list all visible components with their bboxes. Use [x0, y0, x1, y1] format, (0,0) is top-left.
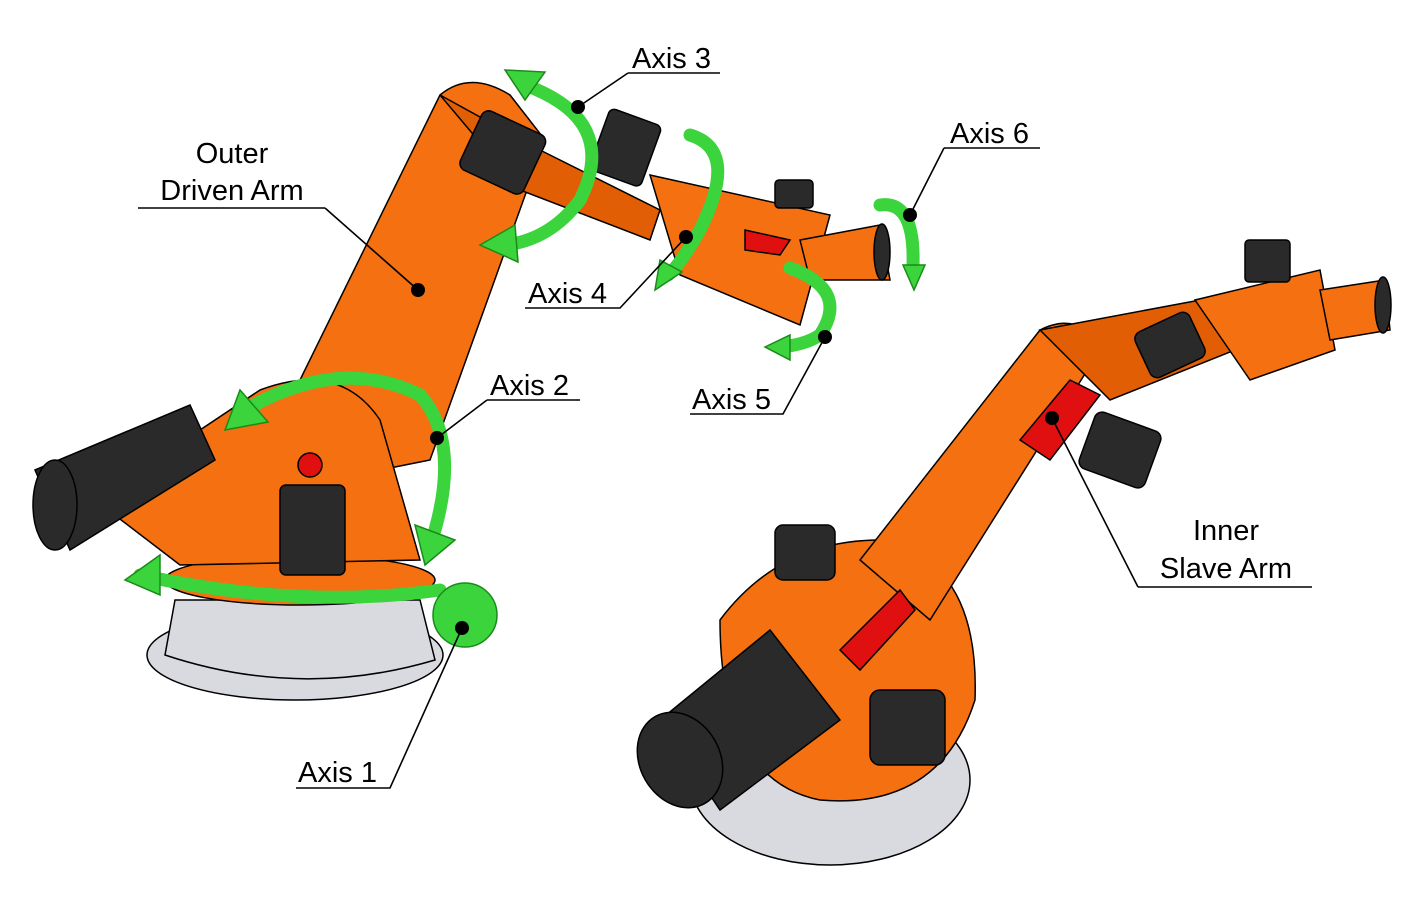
right-wrist [1193, 269, 1336, 381]
label-axis-3: Axis 3 [632, 43, 711, 75]
inner-slave-arm [1018, 379, 1102, 462]
left-motor-small [279, 484, 346, 576]
right-flange [1319, 279, 1391, 341]
elbow-motor [459, 110, 547, 195]
left-base [146, 554, 444, 701]
axis2-rotation-arrow [238, 371, 452, 537]
label-axis-2: Axis 2 [490, 370, 569, 402]
left-forearm [648, 173, 891, 327]
axis4-arrowhead-icon [653, 258, 684, 292]
left-indicator [297, 452, 323, 478]
right-base-motor [869, 689, 946, 766]
left-motor-axis1 [32, 404, 216, 552]
label-outer-driven-arm-line2: Driven Arm [160, 175, 303, 207]
axis2-arrowhead-icon [413, 523, 457, 567]
label-inner-slave-arm-line1: Inner [1193, 515, 1259, 547]
left-robot [32, 69, 927, 701]
label-axis-1: Axis 1 [298, 757, 377, 789]
label-outer-driven-arm-line1: Outer [196, 138, 269, 170]
axis3-arrowhead-icon [503, 69, 547, 102]
axis3-rotation-arrow [498, 78, 599, 252]
axis3-motor [589, 108, 662, 187]
axis-points [411, 100, 1059, 635]
axis1-rotation-arrow [133, 568, 447, 604]
axis5-arrowhead-icon [763, 333, 791, 362]
label-axis-4: Axis 4 [528, 278, 607, 310]
leader-lines [138, 72, 1312, 789]
right-elbow-motor [1134, 311, 1206, 379]
right-wrist-motor [1244, 239, 1291, 283]
axis2-arrowhead-icon [223, 388, 270, 431]
right-robot [636, 239, 1392, 866]
right-axis3-motor [1078, 411, 1162, 489]
axis3-arrowhead-icon [478, 223, 519, 264]
label-axis-5: Axis 5 [692, 384, 771, 416]
axis4-rotation-arrow [661, 128, 725, 282]
right-outer-arm [858, 322, 1101, 622]
right-top-motor [774, 524, 836, 581]
axis1-arrowhead-icon [123, 553, 161, 597]
right-main-motor-cap [636, 711, 724, 809]
inner-slave-arm-lower [838, 588, 916, 672]
label-axis-6: Axis 6 [950, 118, 1029, 150]
label-inner-slave-arm-line2: Slave Arm [1160, 553, 1292, 585]
right-flange-face [1374, 276, 1392, 334]
axis6-arrowhead-icon [901, 264, 927, 292]
axis1-arrowhead-icon [432, 582, 498, 648]
